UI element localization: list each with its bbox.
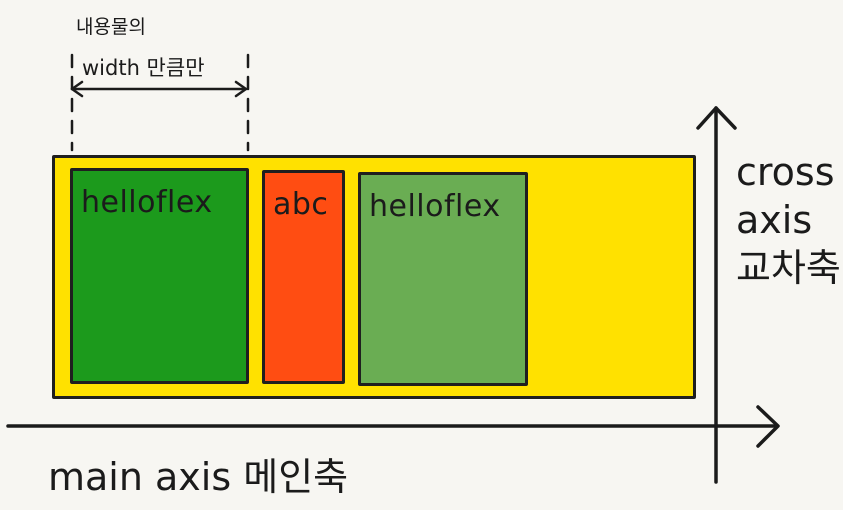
cross-axis-arrow — [696, 106, 737, 484]
flex-item-helloflex-2: helloflex — [358, 172, 528, 386]
cross-axis-label-line: cross — [736, 150, 835, 194]
main-axis-arrow — [6, 405, 780, 448]
flex-item-label: helloflex — [81, 185, 213, 220]
annotation-content-width: 내용물의 — [76, 16, 146, 38]
flex-item-label: abc — [273, 187, 329, 222]
main-axis-label: main axis 메인축 — [48, 455, 349, 499]
flex-item-label: helloflex — [369, 189, 501, 224]
cross-axis-label-line: 교차축 — [736, 246, 841, 290]
cross-axis-label: cross axis 교차축 — [736, 148, 841, 292]
flex-item-abc: abc — [262, 170, 345, 384]
flex-item-helloflex-1: helloflex — [70, 168, 249, 384]
cross-axis-label-line: axis — [736, 198, 813, 242]
width-arrow — [70, 80, 248, 98]
annotation-width-only: width 만큼만 — [82, 56, 205, 80]
